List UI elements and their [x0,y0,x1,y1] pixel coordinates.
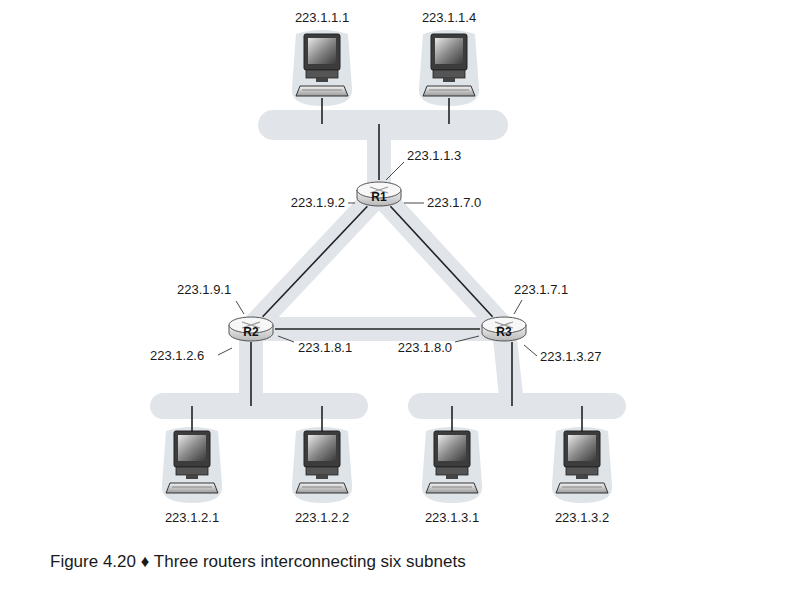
router-name: R1 [355,180,403,204]
router-link [275,328,480,330]
router: R3 [480,315,528,343]
ip-address: 223.1.1.3 [407,148,461,164]
ip-address: 223.1.9.1 [177,282,231,298]
ip-address: 223.1.3.2 [555,510,609,526]
router: R1 [355,180,403,208]
ip-address: 223.1.2.1 [165,510,219,526]
ip-address: 223.1.7.1 [514,282,568,298]
ip-address: 223.1.3.27 [540,349,601,365]
router-link [263,206,368,316]
router: R2 [227,315,275,343]
ip-address: 223.1.8.0 [398,340,452,356]
ip-address: 223.1.2.2 [295,510,349,526]
router-name: R2 [227,315,275,339]
ip-address: 223.1.1.4 [422,10,476,26]
router-name: R3 [480,315,528,339]
figure-caption: Figure 4.20 ♦ Three routers interconnect… [50,552,466,572]
ip-address: 223.1.2.6 [150,348,204,364]
ip-address: 223.1.8.1 [298,340,352,356]
ip-address: 223.1.9.2 [291,195,345,211]
router-link [390,206,492,316]
ip-address: 223.1.3.1 [425,510,479,526]
ip-address: 223.1.7.0 [427,195,481,211]
ip-address: 223.1.1.1 [295,10,349,26]
